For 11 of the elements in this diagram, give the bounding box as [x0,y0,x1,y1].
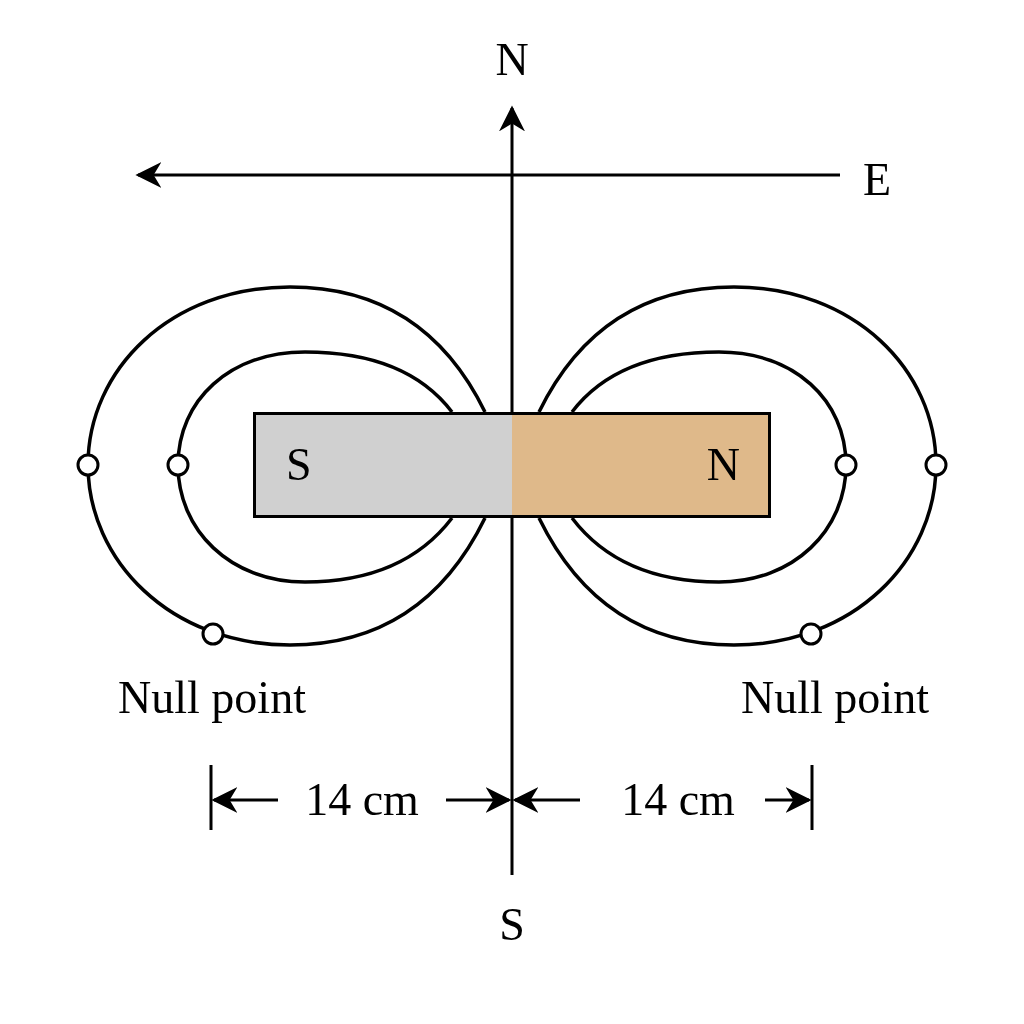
pole-label: S [286,442,312,488]
compass-label: N [495,37,529,83]
null-point-label: Null point [741,675,929,721]
magnet-pole-block [512,412,771,518]
dimension-label: 14 cm [305,777,419,823]
magnet-pole-block [253,412,512,518]
compass-label: S [499,902,525,948]
compass-label: E [862,157,892,203]
dimension-label: 14 cm [621,777,735,823]
null-point-label: Null point [118,675,306,721]
pole-label: N [706,442,740,488]
